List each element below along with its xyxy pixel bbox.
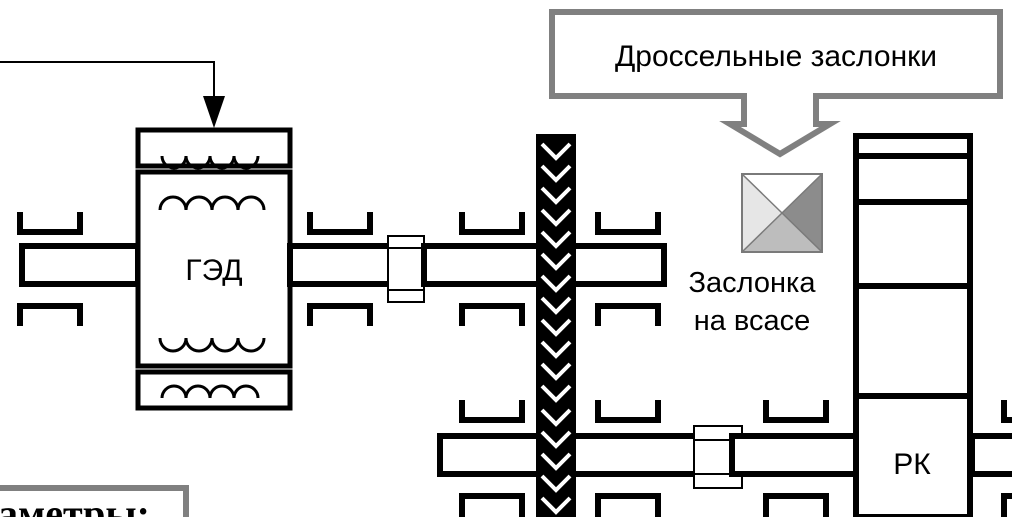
motor-label: ГЭД — [185, 254, 242, 287]
compressor-stack: РК — [853, 133, 973, 517]
gear-teeth — [540, 408, 572, 515]
throttle-callout: Дроссельные заслонки — [549, 9, 1003, 158]
left-bearing — [17, 212, 83, 326]
damper-label-line1: Заслонка — [689, 267, 817, 299]
motor-assembly: ГЭД — [17, 127, 393, 411]
gear-teeth — [540, 142, 572, 403]
motor-shaft-left — [19, 243, 141, 287]
compressor-right-shaft — [969, 400, 1012, 517]
shaft-coupling — [387, 235, 425, 303]
control-signal-line — [0, 61, 225, 128]
gear-output-bearings — [459, 400, 661, 517]
suction-damper-icon — [741, 173, 823, 253]
control-arrow-icon — [203, 96, 225, 128]
motor-right-bearing — [307, 212, 373, 326]
damper-label-line2: на всасе — [694, 305, 811, 337]
compressor-label: РК — [893, 448, 931, 481]
parameters-label: аметры: — [0, 491, 150, 517]
compressor-shaft-bearings — [763, 400, 829, 517]
motor-shaft-right — [287, 243, 393, 287]
coil-icon — [158, 337, 266, 353]
herringbone-gear — [536, 134, 576, 517]
parameters-box: аметры: — [0, 485, 189, 517]
callout-label: Дроссельные заслонки — [615, 40, 937, 73]
gear-input-bearings — [459, 212, 661, 326]
coil-icon — [160, 384, 260, 399]
coil-icon — [158, 195, 266, 211]
compressor-shaft — [729, 433, 859, 477]
motor-top-coil-box — [135, 127, 293, 169]
coil-icon — [160, 155, 260, 170]
callout-arrow-icon — [549, 9, 1003, 158]
